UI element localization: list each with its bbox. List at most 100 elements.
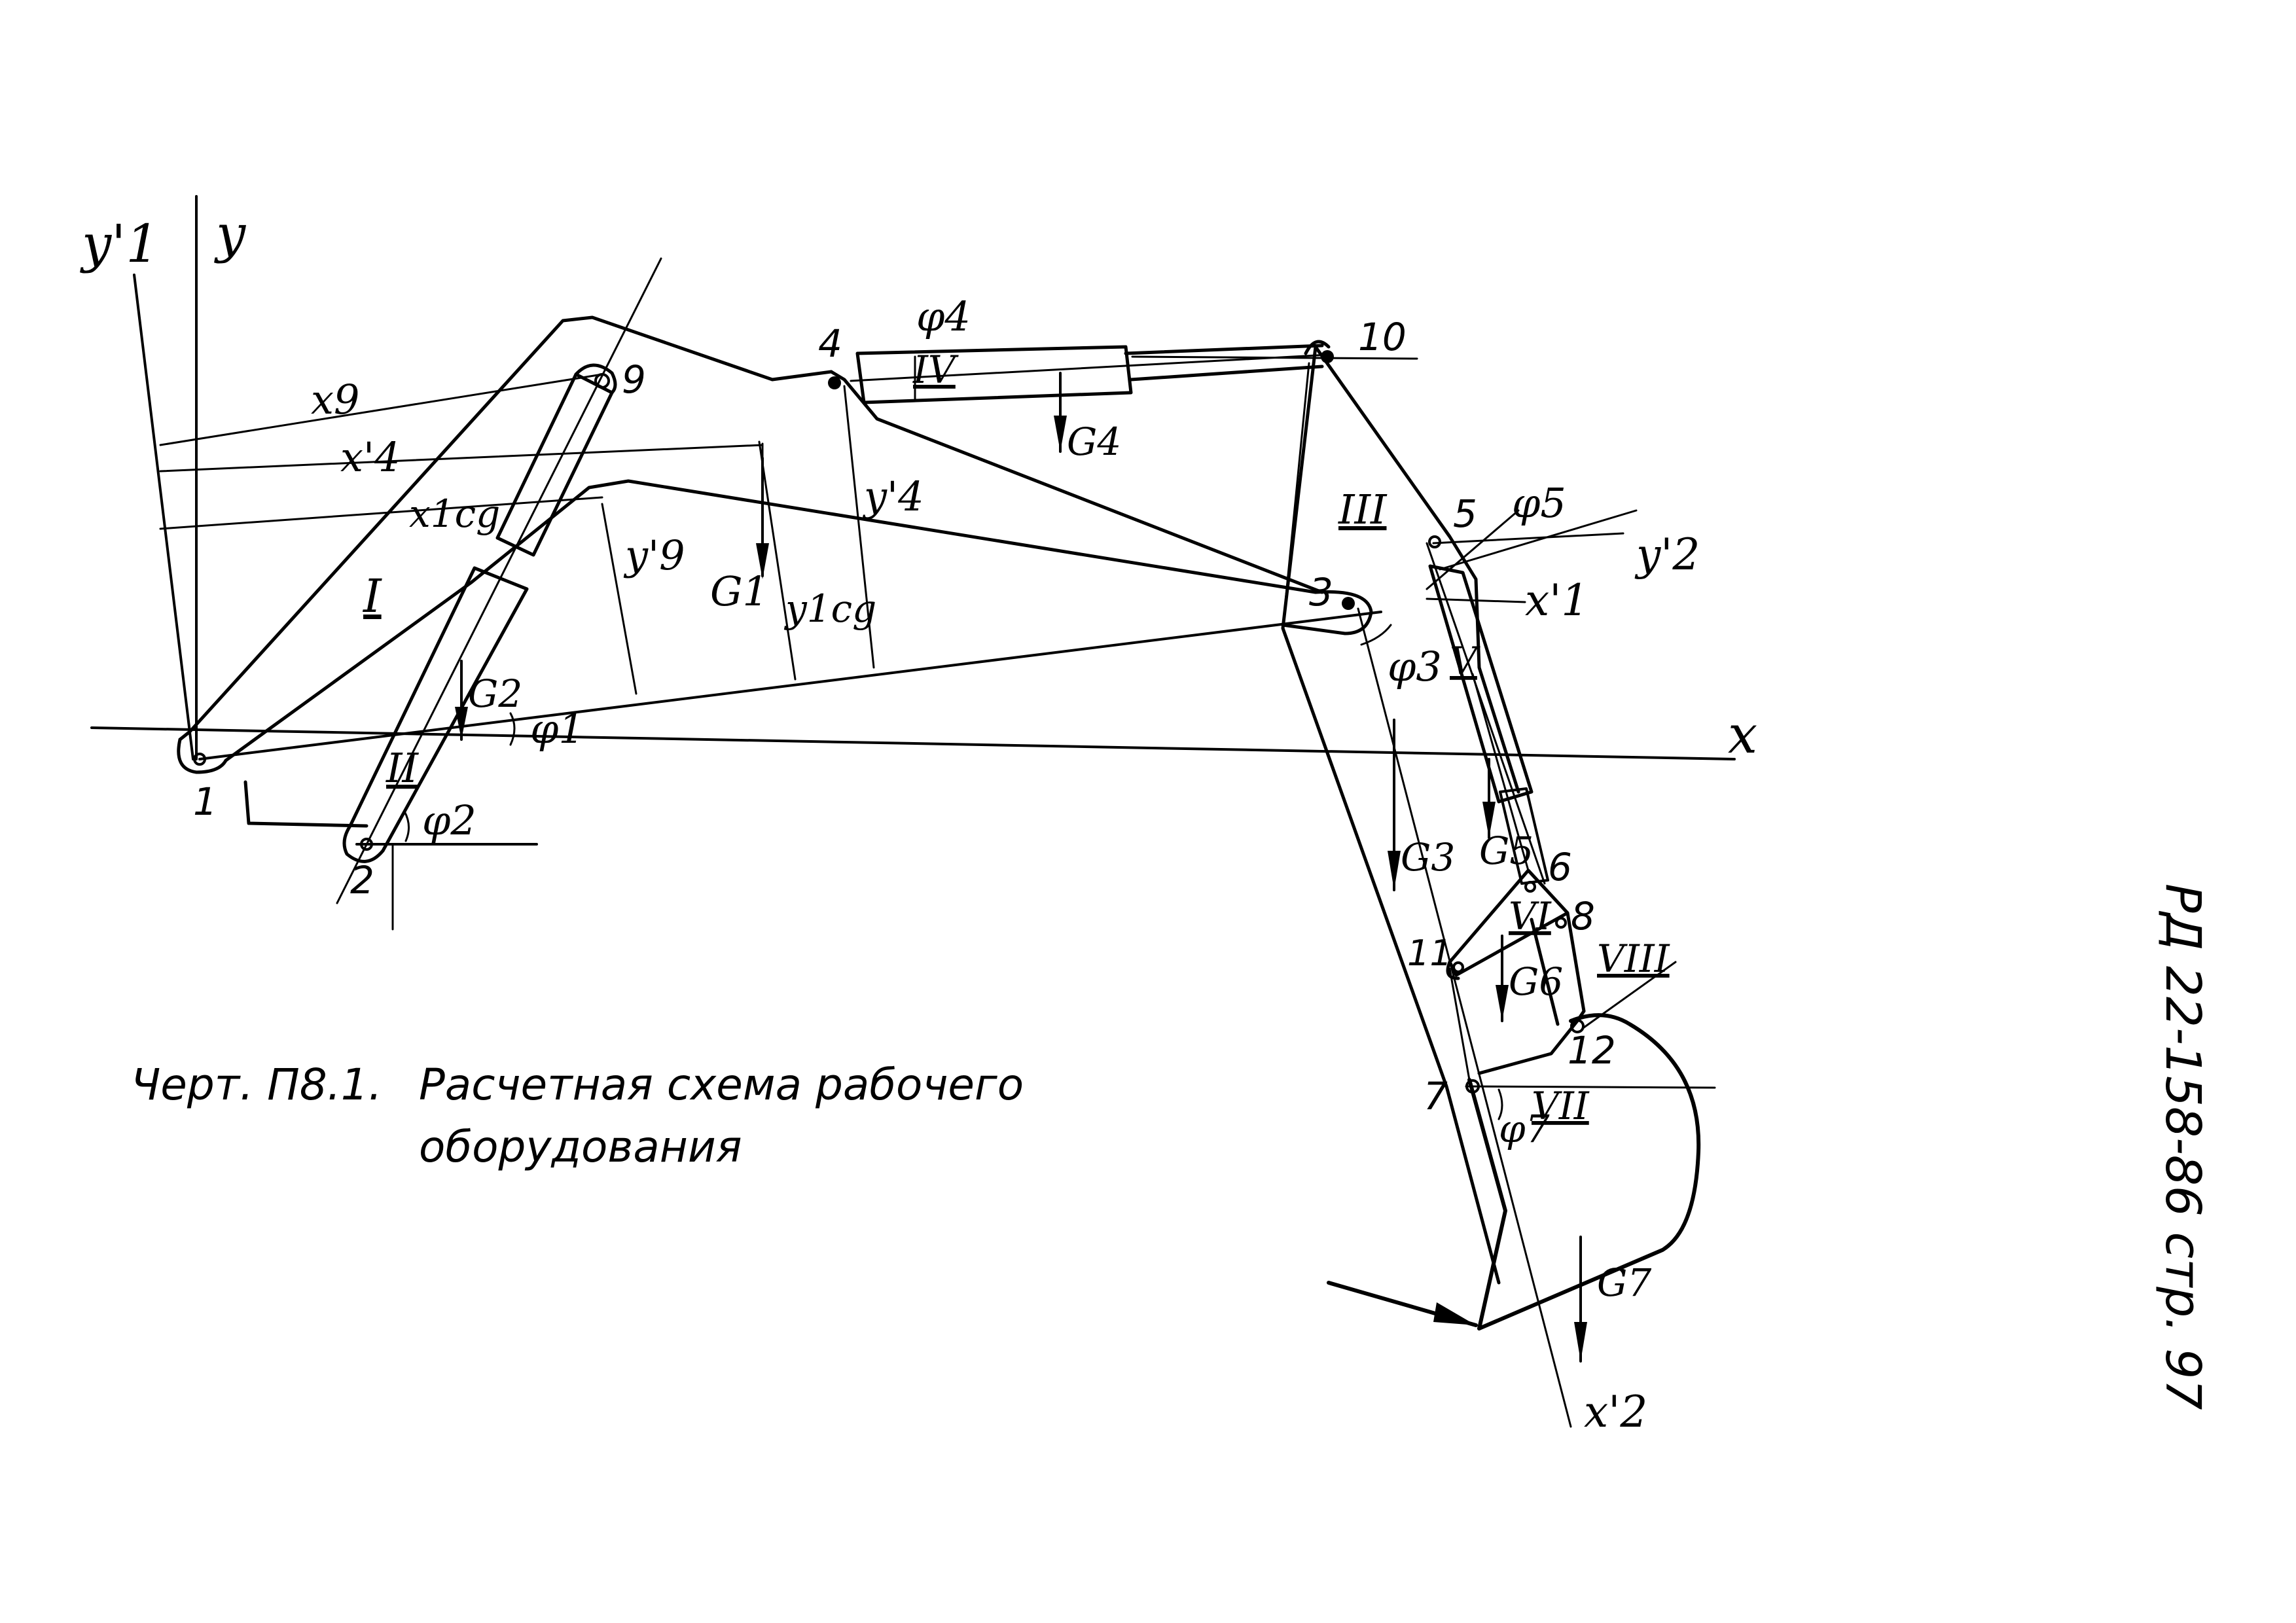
label-point-3: 3 bbox=[1309, 570, 1333, 615]
dim-y4p: y'4 bbox=[862, 473, 924, 520]
rocker-corner-11 bbox=[1446, 960, 1460, 980]
link-label-II: II bbox=[386, 744, 419, 792]
axis-lines: y y'1 x bbox=[80, 195, 1757, 765]
bucket bbox=[1327, 1013, 1701, 1330]
dim-x1cg: x1cg bbox=[409, 491, 500, 536]
joint-7 bbox=[1465, 1079, 1480, 1094]
boom-cylinder-barrel bbox=[342, 566, 529, 863]
phi2-arc bbox=[403, 810, 410, 842]
load-g6: G6 bbox=[1496, 935, 1563, 1022]
label-point-4: 4 bbox=[818, 321, 842, 366]
caption-label: Черт. П8.1. bbox=[131, 1060, 382, 1110]
label-point-10: 10 bbox=[1358, 315, 1407, 359]
angle-phi5: φ5 bbox=[1512, 479, 1566, 527]
arm-left-contour bbox=[1281, 345, 1501, 1285]
gravity-loads: G1 G2 G4 G3 G5 G6 G7 bbox=[455, 372, 1651, 1363]
joint-5 bbox=[1428, 535, 1441, 548]
load-g4-label: G4 bbox=[1067, 419, 1121, 464]
arm-outer-contour bbox=[1314, 345, 1520, 794]
joint-12 bbox=[1570, 1019, 1585, 1033]
link-label-IV: IV bbox=[912, 348, 959, 392]
rocker-link-VI: VI VIII VII φ7 bbox=[1446, 673, 1716, 1151]
link-label-III: III bbox=[1338, 486, 1388, 533]
boom-outer-contour bbox=[178, 315, 833, 741]
label-point-2: 2 bbox=[350, 858, 374, 902]
joint-labels: 1 2 3 4 5 6 7 8 9 10 11 12 bbox=[193, 315, 1616, 1118]
load-g1-label: G1 bbox=[710, 567, 768, 615]
bucket-front bbox=[1467, 1078, 1507, 1330]
y1-prime-axis-label: y'1 bbox=[80, 213, 159, 274]
dim-x1cg-line bbox=[159, 496, 603, 530]
dim-y4p-line bbox=[843, 385, 875, 669]
arm-cylinder-link-IV: IV φ4 bbox=[850, 293, 1418, 404]
dim-x4p: x'4 bbox=[340, 433, 400, 481]
load-g3-label: G3 bbox=[1401, 835, 1455, 880]
bucket-cylinder-rod bbox=[1499, 787, 1549, 885]
boom-cylinder-rod-eye bbox=[574, 363, 617, 395]
angle-phi7: φ7 bbox=[1499, 1107, 1550, 1151]
load-g7: G7 bbox=[1574, 1236, 1651, 1363]
label-point-1: 1 bbox=[193, 779, 217, 824]
angle-phi2: φ2 bbox=[422, 796, 476, 844]
joint-2 bbox=[360, 838, 373, 851]
link-VIII-right bbox=[1566, 911, 1586, 1013]
x-axis bbox=[90, 726, 1736, 760]
angle-phi4: φ4 bbox=[916, 293, 971, 340]
joint-4 bbox=[828, 376, 841, 389]
dim-y1cg: y1cg bbox=[783, 586, 876, 631]
bucket-cylinder-link-V: V φ5 y'2 x'1 bbox=[1426, 479, 1700, 885]
link-label-VII: VII bbox=[1532, 1084, 1590, 1128]
horizontal-through-10 bbox=[1131, 355, 1418, 360]
boom-lower-chord bbox=[198, 611, 1382, 760]
boom-head bbox=[1281, 590, 1373, 635]
phi3-arc bbox=[1360, 624, 1392, 646]
load-g2-label: G2 bbox=[468, 671, 522, 716]
x-axis-label: x bbox=[1728, 704, 1757, 765]
phi1-arc bbox=[509, 712, 516, 746]
label-point-6: 6 bbox=[1548, 845, 1572, 889]
link-label-I: I bbox=[362, 569, 382, 623]
label-point-7: 7 bbox=[1424, 1074, 1448, 1118]
cutting-force-arrow bbox=[1433, 1302, 1476, 1325]
axis-x2-prime: x'2 bbox=[1584, 1387, 1647, 1437]
load-g7-label: G7 bbox=[1597, 1260, 1651, 1305]
link-label-VIII: VIII bbox=[1597, 936, 1670, 981]
rod-to-7 bbox=[1448, 967, 1471, 1081]
dim-y9p-line bbox=[601, 503, 637, 695]
label-point-5: 5 bbox=[1453, 491, 1477, 536]
arm-cylinder-axis bbox=[850, 353, 1330, 382]
boom-strap-upper bbox=[829, 370, 1324, 594]
dim-y9p: y'9 bbox=[623, 531, 685, 579]
rocker-plate bbox=[1448, 868, 1570, 977]
joint-10 bbox=[1321, 350, 1334, 363]
boom-cylinder-link-II: II φ2 bbox=[336, 257, 662, 931]
arm-tip-cap bbox=[1304, 340, 1331, 355]
dimension-lines bbox=[159, 362, 1392, 746]
dim-x9-line bbox=[159, 373, 603, 446]
dim-y1cg-line bbox=[758, 440, 797, 681]
helper-line-x1p bbox=[1426, 597, 1526, 603]
document-page-reference: РД 22-158-86 стр. 97 bbox=[2155, 883, 2211, 1410]
caption-line-1: Расчетная схема рабочего bbox=[419, 1060, 1024, 1110]
arm-cylinder-rod-bottom bbox=[1129, 365, 1324, 382]
phi7-arc bbox=[1498, 1088, 1503, 1120]
axis-x1-prime: x'1 bbox=[1525, 575, 1588, 626]
bucket-shell bbox=[1477, 1013, 1701, 1330]
phi5-line-2 bbox=[1439, 509, 1638, 571]
angle-phi1: φ1 bbox=[530, 705, 584, 753]
label-point-12: 12 bbox=[1568, 1028, 1616, 1073]
y-axis-label: y bbox=[214, 204, 247, 264]
dim-x4p-line bbox=[159, 444, 764, 473]
caption-line-2: оборудования bbox=[419, 1122, 742, 1172]
boom-foot bbox=[177, 738, 228, 774]
boom-rear-bracket bbox=[243, 780, 368, 828]
label-point-8: 8 bbox=[1571, 894, 1595, 938]
boom-cylinder-rod bbox=[495, 372, 614, 557]
joint-8 bbox=[1555, 917, 1567, 929]
figure-caption: Черт. П8.1. Расчетная схема рабочего обо… bbox=[131, 1060, 1024, 1172]
load-g5-label: G5 bbox=[1479, 829, 1534, 873]
joints bbox=[193, 350, 1585, 1094]
load-g4: G4 bbox=[1054, 372, 1121, 464]
